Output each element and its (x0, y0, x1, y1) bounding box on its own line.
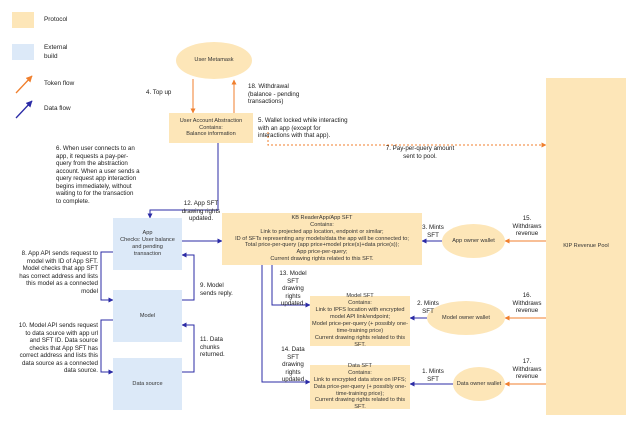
legend-protocol-swatch (12, 12, 34, 28)
kb-reader-line-5: Current drawing rights related to this S… (270, 256, 374, 263)
label-step-5: 5. Wallet locked while interacting with … (258, 117, 348, 140)
label-step-6: 6. When user connects to an app, it requ… (56, 145, 140, 205)
data-owner-wallet-node: Data owner wallet (453, 367, 505, 401)
model-sft-line-1: Link to IPFS location with encrypted (315, 307, 405, 314)
model-label: Model (139, 312, 156, 319)
label-step-18: 18. Withdrawal (balance - pending transa… (248, 83, 300, 106)
user-metamask-node: User Metamask (176, 42, 252, 79)
label-step-12: 12. App SFT drawing rights updated. (181, 200, 221, 223)
model-sft-line-2: model API link/endpoint; (329, 314, 390, 321)
data-sft-contains: Contains: (348, 369, 372, 376)
data-sft-title: Data SFT (348, 362, 372, 369)
data-sft-line-4: Current drawing rights related to this S… (314, 397, 406, 411)
arrow-pay-per-query (267, 132, 547, 148)
data-owner-wallet-label: Data owner wallet (456, 380, 502, 387)
user-metamask-label: User Metamask (194, 57, 234, 63)
label-step-15: 15. Withdraws revenue (512, 215, 542, 238)
label-step-2: 2. Mints SFT (417, 300, 439, 315)
user-account-contains: Contains: (199, 124, 223, 131)
legend-external-swatch (12, 44, 34, 60)
app-check-line-2: and pending (132, 244, 163, 250)
arrow-model-reply (181, 252, 195, 301)
legend-token-flow-arrow (15, 75, 33, 94)
model-node: Model (113, 290, 182, 342)
model-sft-node: Model SFT Contains: Link to IPFS locatio… (310, 293, 410, 348)
model-sft-contains: Contains: (348, 300, 372, 307)
arrow-data-sft-update (261, 265, 311, 385)
legend-protocol-label: Protocol (44, 16, 68, 23)
kb-reader-line-4: App price-per-query; (296, 249, 348, 256)
label-step-7: 7. Pay-per-query amount sent to pool. (385, 145, 455, 160)
arrow-data-chunks (181, 322, 195, 373)
arrow-app-to-model (100, 251, 114, 303)
label-step-17: 17. Withdraws revenue (512, 358, 542, 381)
model-sft-line-4: time-training price) (336, 327, 384, 334)
kip-revenue-pool-label: KIP Revenue Pool (563, 243, 609, 249)
kb-reader-line-1: Link to projected app location, endpoint… (260, 228, 384, 235)
model-owner-wallet-node: Model owner wallet (427, 301, 505, 335)
model-sft-line-3: Model price-per-query (+ possibly one- (312, 321, 408, 327)
label-step-10: 10. Model API sends request to data sour… (18, 322, 98, 375)
label-step-11: 11. Data chunks returned. (200, 336, 225, 359)
label-step-4: 4. Top up (146, 89, 172, 96)
kip-revenue-pool-node: KIP Revenue Pool (546, 78, 626, 415)
app-check-line-1: Checks: User balance (120, 237, 175, 244)
legend-data-flow-arrow (15, 100, 33, 119)
kb-reader-title: KB ReaderApp/App SFT (291, 214, 353, 221)
app-owner-wallet-node: App owner wallet (442, 224, 505, 258)
model-owner-wallet-label: Model owner wallet (442, 314, 490, 321)
kb-reader-line-3: Total price-per-query (app price+model p… (244, 242, 400, 249)
arrow-model-to-data (100, 319, 114, 375)
label-step-13: 13. Model SFT drawing rights updated. (279, 270, 307, 308)
model-sft-line-5: Current drawing rights related to this S… (314, 334, 406, 348)
kb-reader-contains: Contains: (310, 221, 334, 228)
model-sft-title: Model SFT (346, 293, 374, 300)
data-sft-line-1: Link to encrypted data store on IPFS; (313, 376, 407, 383)
data-source-node: Data source (113, 358, 182, 410)
app-check-line-3: transaction (133, 250, 162, 257)
kb-reader-app-sft-node: KB ReaderApp/App SFT Contains: Link to p… (222, 213, 422, 265)
user-account-balance: Balance information (186, 131, 236, 138)
app-node: App Checks: User balance and pending tra… (113, 218, 182, 270)
label-step-8: 8. App API sends request to model with I… (19, 250, 98, 295)
legend-external-label: External build (44, 44, 68, 60)
legend-token-flow-label: Token flow (44, 80, 75, 87)
app-title: App (142, 230, 153, 237)
legend-data-flow-label: Data flow (44, 105, 71, 112)
data-sft-line-2: Data price-per-query (+ possibly one- (313, 383, 407, 390)
arrow-request-pay-per-query (147, 132, 219, 219)
arrow-model-sft-update (271, 265, 311, 308)
user-account-abstraction-node: User Account Abstraction Contains: Balan… (169, 113, 253, 143)
label-step-16: 16. Withdraws revenue (512, 292, 542, 315)
label-step-9: 9. Model sends reply. (200, 282, 233, 297)
user-account-title: User Account Abstraction (179, 117, 243, 124)
data-sft-line-3: time-training price); (336, 390, 384, 397)
data-source-label: Data source (132, 380, 163, 387)
kb-reader-line-2: ID of SFTs representing any models/data … (235, 235, 409, 242)
label-step-1: 1. Mints SFT (422, 368, 444, 383)
data-sft-node: Data SFT Contains: Link to encrypted dat… (310, 362, 410, 411)
label-step-14: 14. Data SFT drawing rights updated (281, 346, 305, 384)
label-step-3: 3. Mints SFT (422, 224, 444, 239)
app-owner-wallet-label: App owner wallet (452, 237, 495, 244)
